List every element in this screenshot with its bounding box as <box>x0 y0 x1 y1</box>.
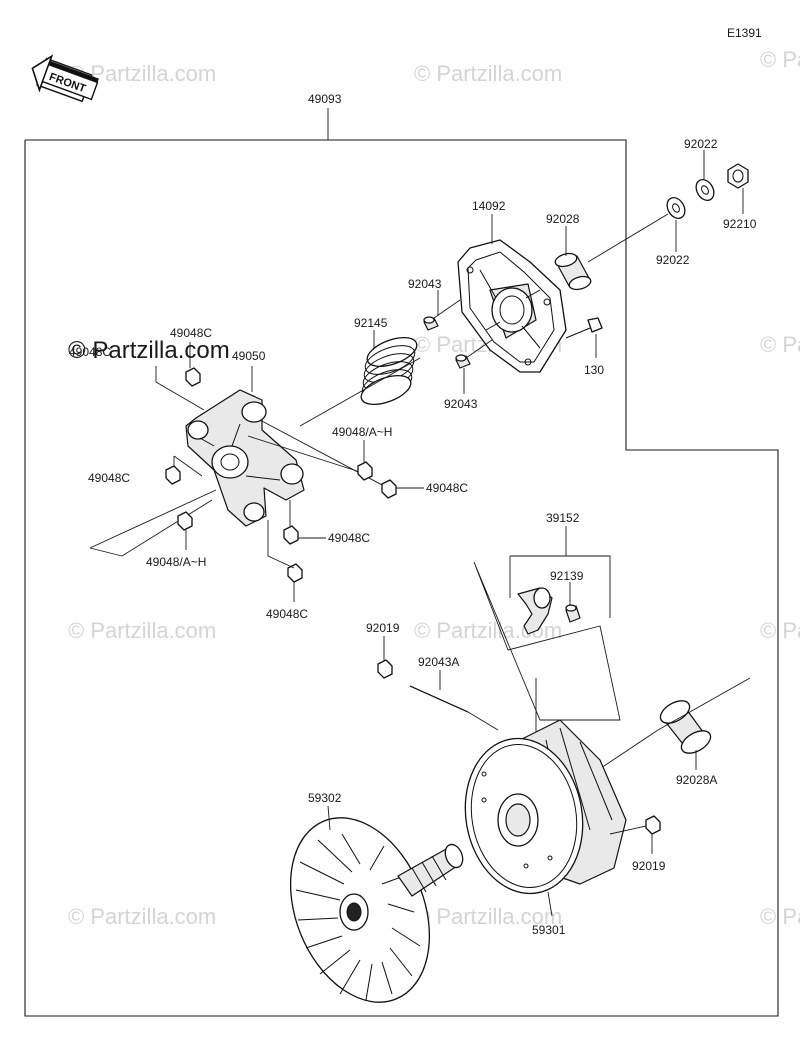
label-49050: 49050 <box>232 349 266 363</box>
watermark-text: © Partzilla.com <box>760 47 800 72</box>
label-49048c-bottom: 49048C <box>266 607 308 621</box>
label-92043a: 92043A <box>418 655 459 669</box>
label-92145: 92145 <box>354 316 388 330</box>
label-59302: 59302 <box>308 791 342 805</box>
label-92043-top: 92043 <box>408 277 442 291</box>
label-49048-ah-left: 49048/A~H <box>146 555 206 569</box>
weight-49048-ah-mid <box>357 461 373 481</box>
label-92019-top: 92019 <box>366 621 400 635</box>
bolt-130 <box>565 317 603 339</box>
weight-49048c-right <box>381 479 397 499</box>
bushing-92028a <box>659 700 712 754</box>
watermark-text: © Partzilla.com <box>760 904 800 929</box>
watermark-text: © Partzilla.com <box>760 618 800 643</box>
nut-92019-top <box>377 659 393 679</box>
dowel-pin-92043-b <box>455 354 471 369</box>
assembly-frame <box>24 108 779 1017</box>
label-14092: 14092 <box>472 199 506 213</box>
pin-92043a <box>409 685 469 713</box>
label-49048-ah-mid: 49048/A~H <box>332 425 392 439</box>
label-130: 130 <box>584 363 604 377</box>
label-92022-bottom: 92022 <box>656 253 690 267</box>
watermark-text: © Partzilla.com <box>68 904 216 929</box>
label-59301: 59301 <box>532 923 566 937</box>
watermark-text: © Partzilla.com <box>68 337 230 364</box>
spring-92145 <box>360 336 418 406</box>
label-49048c-top: 49048C <box>170 326 212 340</box>
bushing-92028 <box>554 252 592 291</box>
weight-49048c-top <box>185 367 201 387</box>
weight-49048c-mid <box>283 525 299 545</box>
label-92210: 92210 <box>723 217 757 231</box>
watermark-text: © Partzilla.com <box>414 904 562 929</box>
label-49048c-left: 49048C <box>88 471 130 485</box>
label-92139: 92139 <box>550 569 584 583</box>
roller-arm-39152 <box>517 587 553 635</box>
label-49048c-left-edge: 49048C <box>69 345 111 359</box>
watermark-text: © Partzilla.com <box>760 332 800 357</box>
label-92022-top: 92022 <box>684 137 718 151</box>
spider-49050 <box>185 389 305 527</box>
weight-49048-ah-left <box>177 511 193 531</box>
label-49093: 49093 <box>308 92 342 106</box>
label-49048c-mid: 49048C <box>328 531 370 545</box>
watermark-text: © Partzilla.com <box>68 618 216 643</box>
watermark-text: © Partzilla.com <box>414 61 562 86</box>
pin-92139 <box>565 604 581 623</box>
cover-14092 <box>457 239 567 373</box>
dowel-pin-92043-a <box>423 316 439 331</box>
washer-92022-b <box>695 179 715 201</box>
label-92028a: 92028A <box>676 773 717 787</box>
nut-92019-right <box>645 815 661 835</box>
sheave-fixed-59302 <box>289 817 464 1003</box>
sheave-movable-59301 <box>464 719 627 895</box>
weight-49048c-bottom <box>287 563 303 583</box>
front-arrow-icon: FRONT <box>31 54 99 103</box>
nut-92210 <box>727 163 749 189</box>
label-92019-right: 92019 <box>632 859 666 873</box>
label-39152: 39152 <box>546 511 580 525</box>
washer-92022-a <box>666 197 686 219</box>
diagram-code: E1391 <box>727 26 762 40</box>
label-49048c-right: 49048C <box>426 481 468 495</box>
label-92043-bottom: 92043 <box>444 397 478 411</box>
weight-49048c-left <box>165 465 181 485</box>
label-92028: 92028 <box>546 212 580 226</box>
